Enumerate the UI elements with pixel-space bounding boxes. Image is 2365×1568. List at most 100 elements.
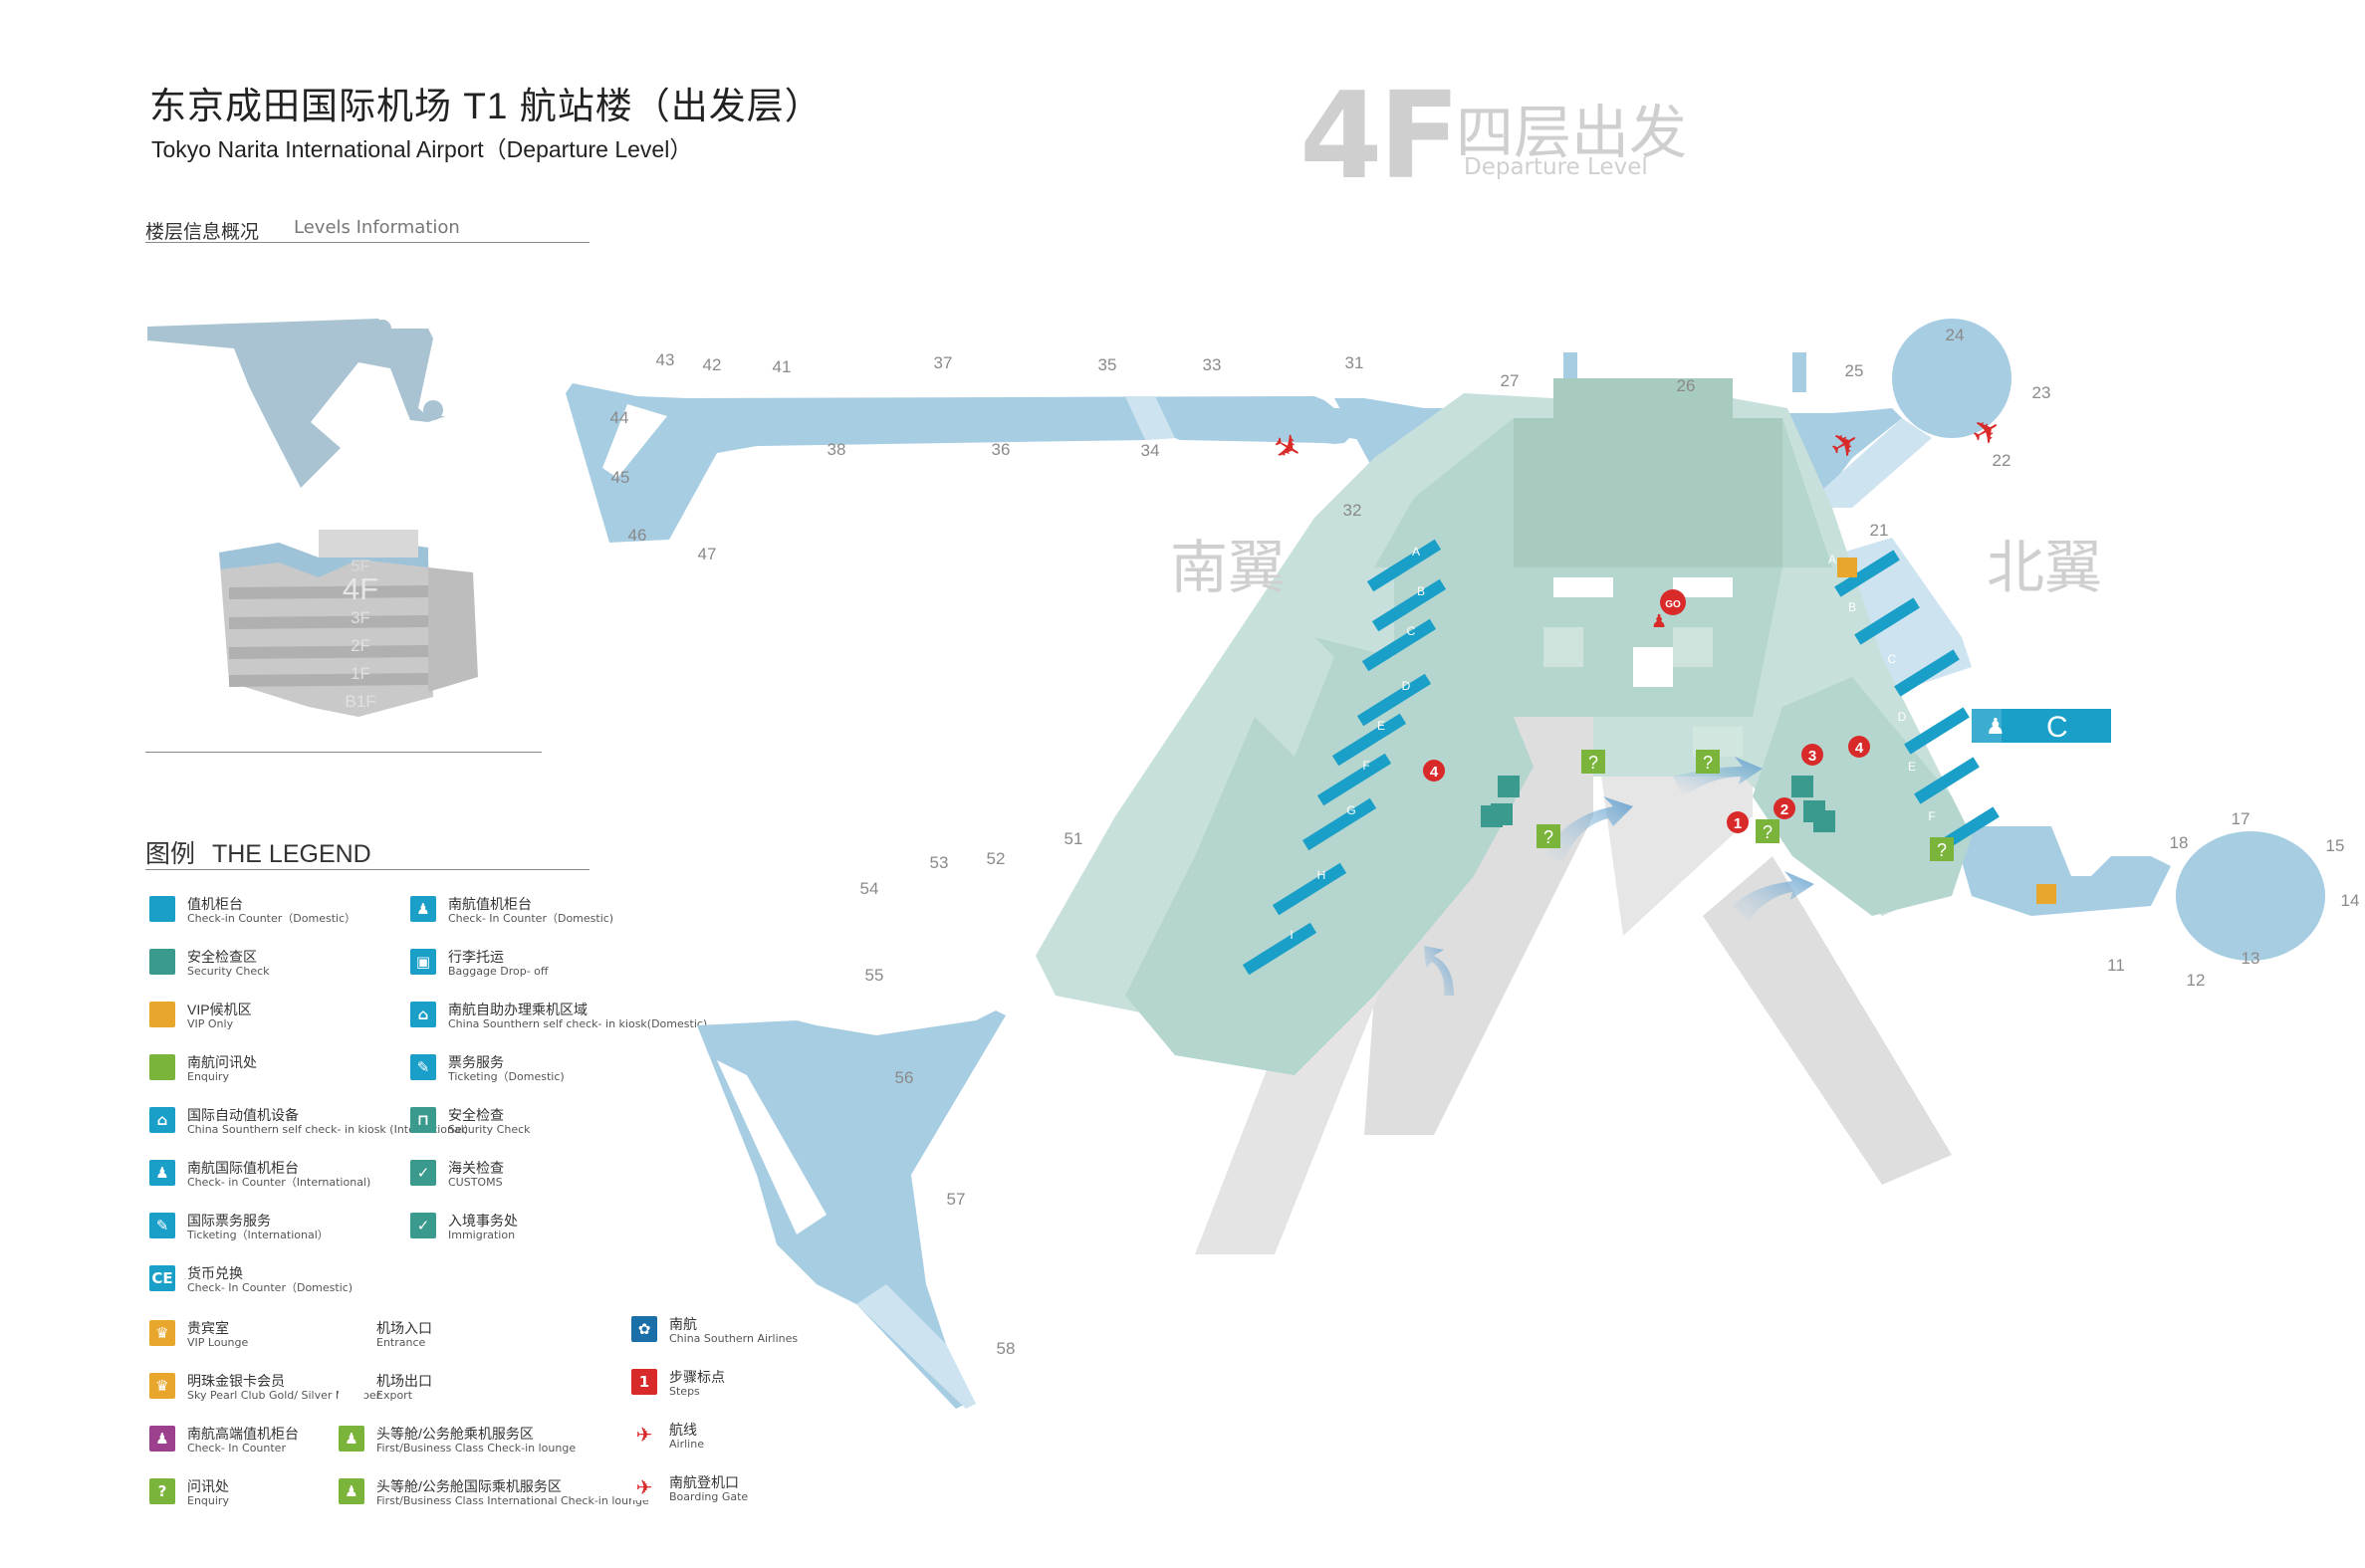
legend-item-label-en: Enquiry xyxy=(187,1494,229,1507)
legend-title-cn: 图例 xyxy=(145,840,196,868)
levels-heading-en: Levels Information xyxy=(294,217,460,238)
legend-item-label: 机场出口 xyxy=(376,1373,432,1389)
legend-item-label-en: Sky Pearl Club Gold/ Silver Member xyxy=(187,1389,381,1402)
legend-item-label: 头等舱/公务舱国际乘机服务区 xyxy=(376,1478,562,1494)
legend-item-label-en: Export xyxy=(376,1389,413,1402)
legend-item-label-en: First/Business Class International Check… xyxy=(376,1494,649,1507)
level-label-2f: 2F xyxy=(351,636,370,655)
gate-number: 22 xyxy=(1993,451,2011,470)
counter-letter: B xyxy=(1417,584,1425,598)
security-check-icon xyxy=(1813,810,1835,832)
gate-number: 55 xyxy=(865,966,884,985)
vip-lounge-icon xyxy=(2036,884,2056,904)
south-wing-body xyxy=(1125,637,1534,1075)
counter-letter: G xyxy=(1346,803,1355,817)
enquiry-icon xyxy=(1537,824,1560,848)
gate-number: 46 xyxy=(628,526,647,545)
gate-number: 47 xyxy=(698,545,717,563)
premium-counter-icon: ♟ xyxy=(149,1426,175,1452)
page-subtitle: Tokyo Narita International Airport（Depar… xyxy=(151,136,693,162)
legend-item-label-en: Check-in Counter（Domestic） xyxy=(187,912,356,925)
first-class-icon: ♟ xyxy=(339,1426,364,1452)
gate-number: 38 xyxy=(828,440,846,459)
intl-ticketing-icon: ✎ xyxy=(149,1213,175,1238)
levels-bottom-divider xyxy=(145,752,542,753)
floor-code: 4F xyxy=(1300,68,1460,206)
legend-item-label: 明珠金银卡会员 xyxy=(187,1373,285,1389)
counter-letter: E xyxy=(1908,760,1916,774)
map-dynamic-layer: 1112131415171821222324252627313233343536… xyxy=(610,326,2360,1358)
legend-item-label-en: Check- In Counter xyxy=(187,1442,286,1455)
legend-item-label-en: Baggage Drop- off xyxy=(448,965,549,978)
counter-letter: F xyxy=(1928,809,1935,823)
enquiry-glyph: ? xyxy=(1937,840,1947,860)
legend-item-label: 南航值机柜台 xyxy=(448,896,532,912)
north-wing-body xyxy=(1753,677,1972,916)
gate-number: 24 xyxy=(1946,326,1965,344)
legend-item-label-en: Security Check xyxy=(448,1123,531,1136)
passenger-flow-arrows xyxy=(1424,757,1814,996)
enquiry-swatch xyxy=(149,1054,175,1080)
step-marker-icon xyxy=(1801,744,1823,766)
currency-icon: CE xyxy=(149,1265,175,1291)
legend-item-label-en: Enquiry xyxy=(187,1070,229,1083)
check-in-counter xyxy=(1834,550,1900,597)
legend-item-label-en: First/Business Class Check-in lounge xyxy=(376,1442,577,1455)
check-in-counter xyxy=(1361,618,1437,672)
gate-number: 21 xyxy=(1870,521,1889,540)
sky-pearl-icon: ♛ xyxy=(149,1373,175,1399)
legend-item-label: 机场入口 xyxy=(376,1320,432,1336)
step-marker-number: 2 xyxy=(1780,801,1788,818)
counter-letter: F xyxy=(1362,759,1369,773)
legend-item-label: 问讯处 xyxy=(187,1478,229,1494)
legend-item-label-en: Check- In Counter（Domestic) xyxy=(448,912,614,925)
gate-number: 58 xyxy=(997,1339,1016,1358)
level-label-b1f: B1F xyxy=(345,692,375,711)
counter-letter: C xyxy=(1888,652,1897,666)
entrance-icon xyxy=(339,1320,364,1346)
legend-title: 图例 THE LEGEND xyxy=(145,834,371,870)
gate-number: 12 xyxy=(2187,971,2206,990)
legend-item-label: 值机柜台 xyxy=(187,896,243,912)
legend-item-label: 海关检查 xyxy=(448,1160,504,1176)
legend-item-label: 货币兑换 xyxy=(187,1265,243,1281)
enquiry-glyph: ? xyxy=(1543,827,1553,847)
enquiry-icon: ? xyxy=(149,1478,175,1504)
enquiry-glyph: ? xyxy=(1703,753,1713,773)
go-marker: GO ♟ xyxy=(1651,589,1686,631)
step-marker-number: 4 xyxy=(1430,764,1439,781)
gate-number: 14 xyxy=(2341,891,2360,910)
enquiry-icon xyxy=(1696,750,1720,774)
counter-letter: I xyxy=(1290,928,1293,942)
step-marker-number: 4 xyxy=(1855,740,1864,757)
legend-item-label-en: VIP Lounge xyxy=(187,1336,249,1349)
legend-item-label: 安全检查区 xyxy=(187,949,257,965)
gate-number: 53 xyxy=(930,853,949,872)
legend-item-label: 头等舱/公务舱乘机服务区 xyxy=(376,1426,534,1442)
counter-letter: E xyxy=(1377,719,1385,733)
csair-logo-icon: ✿ xyxy=(631,1316,657,1342)
legend-item-label: 南航自助办理乘机区域 xyxy=(448,1002,588,1017)
check-in-counter xyxy=(1904,707,1970,755)
levels-divider xyxy=(145,242,590,243)
